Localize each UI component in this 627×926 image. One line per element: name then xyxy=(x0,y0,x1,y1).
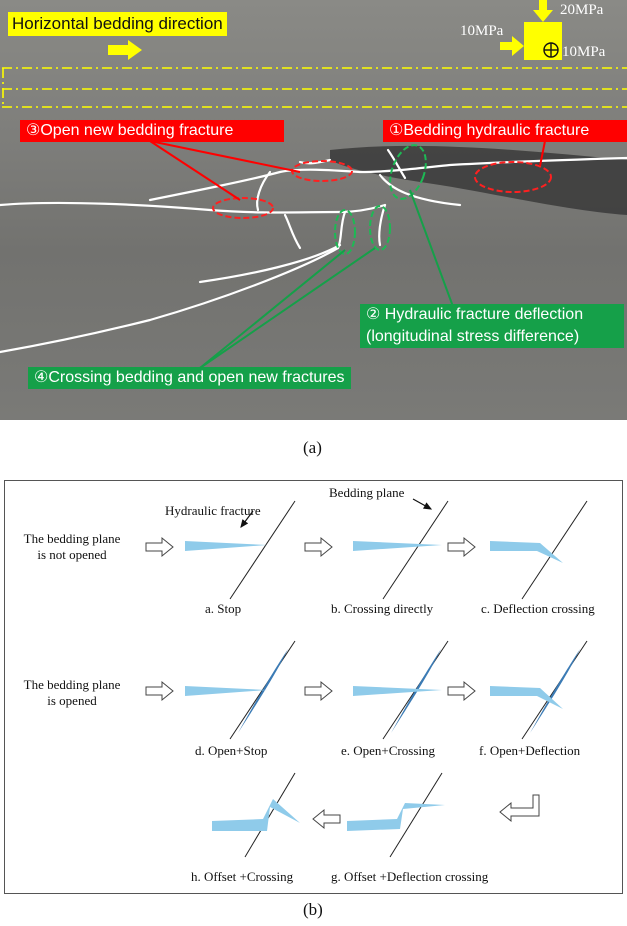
row-label-opened: The bedding plane is opened xyxy=(7,677,137,709)
horizontal-stress-label: 10MPa xyxy=(460,23,504,39)
annotation-deflection: ② Hydraulic fracture deflection (longitu… xyxy=(360,304,624,348)
row-label-not-opened: The bedding plane is not opened xyxy=(7,531,137,563)
vertical-stress-arrow xyxy=(533,0,553,22)
annotation-bedding-hydraulic: ①Bedding hydraulic fracture xyxy=(383,120,627,142)
annotation-deflection-line1: ② Hydraulic fracture deflection xyxy=(366,306,584,323)
caption-a: (a) xyxy=(303,438,322,457)
annotation-crossing-bedding: ④Crossing bedding and open new fractures xyxy=(28,367,351,389)
case-c-label: c. Deflection crossing xyxy=(481,601,595,616)
case-e-label: e. Open+Crossing xyxy=(341,743,435,758)
vertical-stress-label: 20MPa xyxy=(560,2,604,18)
bedding-plane-label: Bedding plane xyxy=(329,485,405,500)
out-of-plane-stress-label: 10MPa xyxy=(562,44,606,60)
horizontal-stress-arrow xyxy=(500,36,524,56)
bedding-direction-label: Horizontal bedding direction xyxy=(8,12,227,36)
stress-block xyxy=(524,22,562,60)
dark-bedding-band xyxy=(330,145,627,215)
annotation-open-new-bedding: ③Open new bedding fracture xyxy=(20,120,284,142)
row-label-not-opened-line1: The bedding plane xyxy=(23,531,121,546)
case-a-label: a. Stop xyxy=(205,601,242,616)
flow-arrows xyxy=(145,536,540,830)
hydraulic-fracture-label: Hydraulic fracture xyxy=(165,503,261,518)
caption-b: (b) xyxy=(303,900,323,919)
row-label-not-opened-line2: is not opened xyxy=(37,547,107,562)
case-d-label: d. Open+Stop xyxy=(195,743,268,758)
row-label-opened-line2: is opened xyxy=(47,693,97,708)
red-leaders xyxy=(149,140,546,201)
green-leaders xyxy=(199,189,456,369)
case-b-label: b. Crossing directly xyxy=(331,601,434,616)
photo-overlay xyxy=(0,0,627,369)
schematic-drawing xyxy=(145,498,588,858)
case-g-label: g. Offset +Deflection crossing xyxy=(331,869,489,884)
bedding-lines xyxy=(2,67,627,108)
fracture-photo: Horizontal bedding direction 20MPa 10MPa… xyxy=(0,0,627,420)
annotation-deflection-line2: (longitudinal stress difference) xyxy=(366,328,580,345)
mechanism-schematic: Hydraulic fracture Bedding plane The bed… xyxy=(4,480,623,894)
bedding-direction-arrow xyxy=(108,40,142,60)
case-h-label: h. Offset +Crossing xyxy=(191,869,294,884)
case-f-label: f. Open+Deflection xyxy=(479,743,581,758)
green-ellipses xyxy=(334,144,427,255)
row-label-opened-line1: The bedding plane xyxy=(23,677,121,692)
